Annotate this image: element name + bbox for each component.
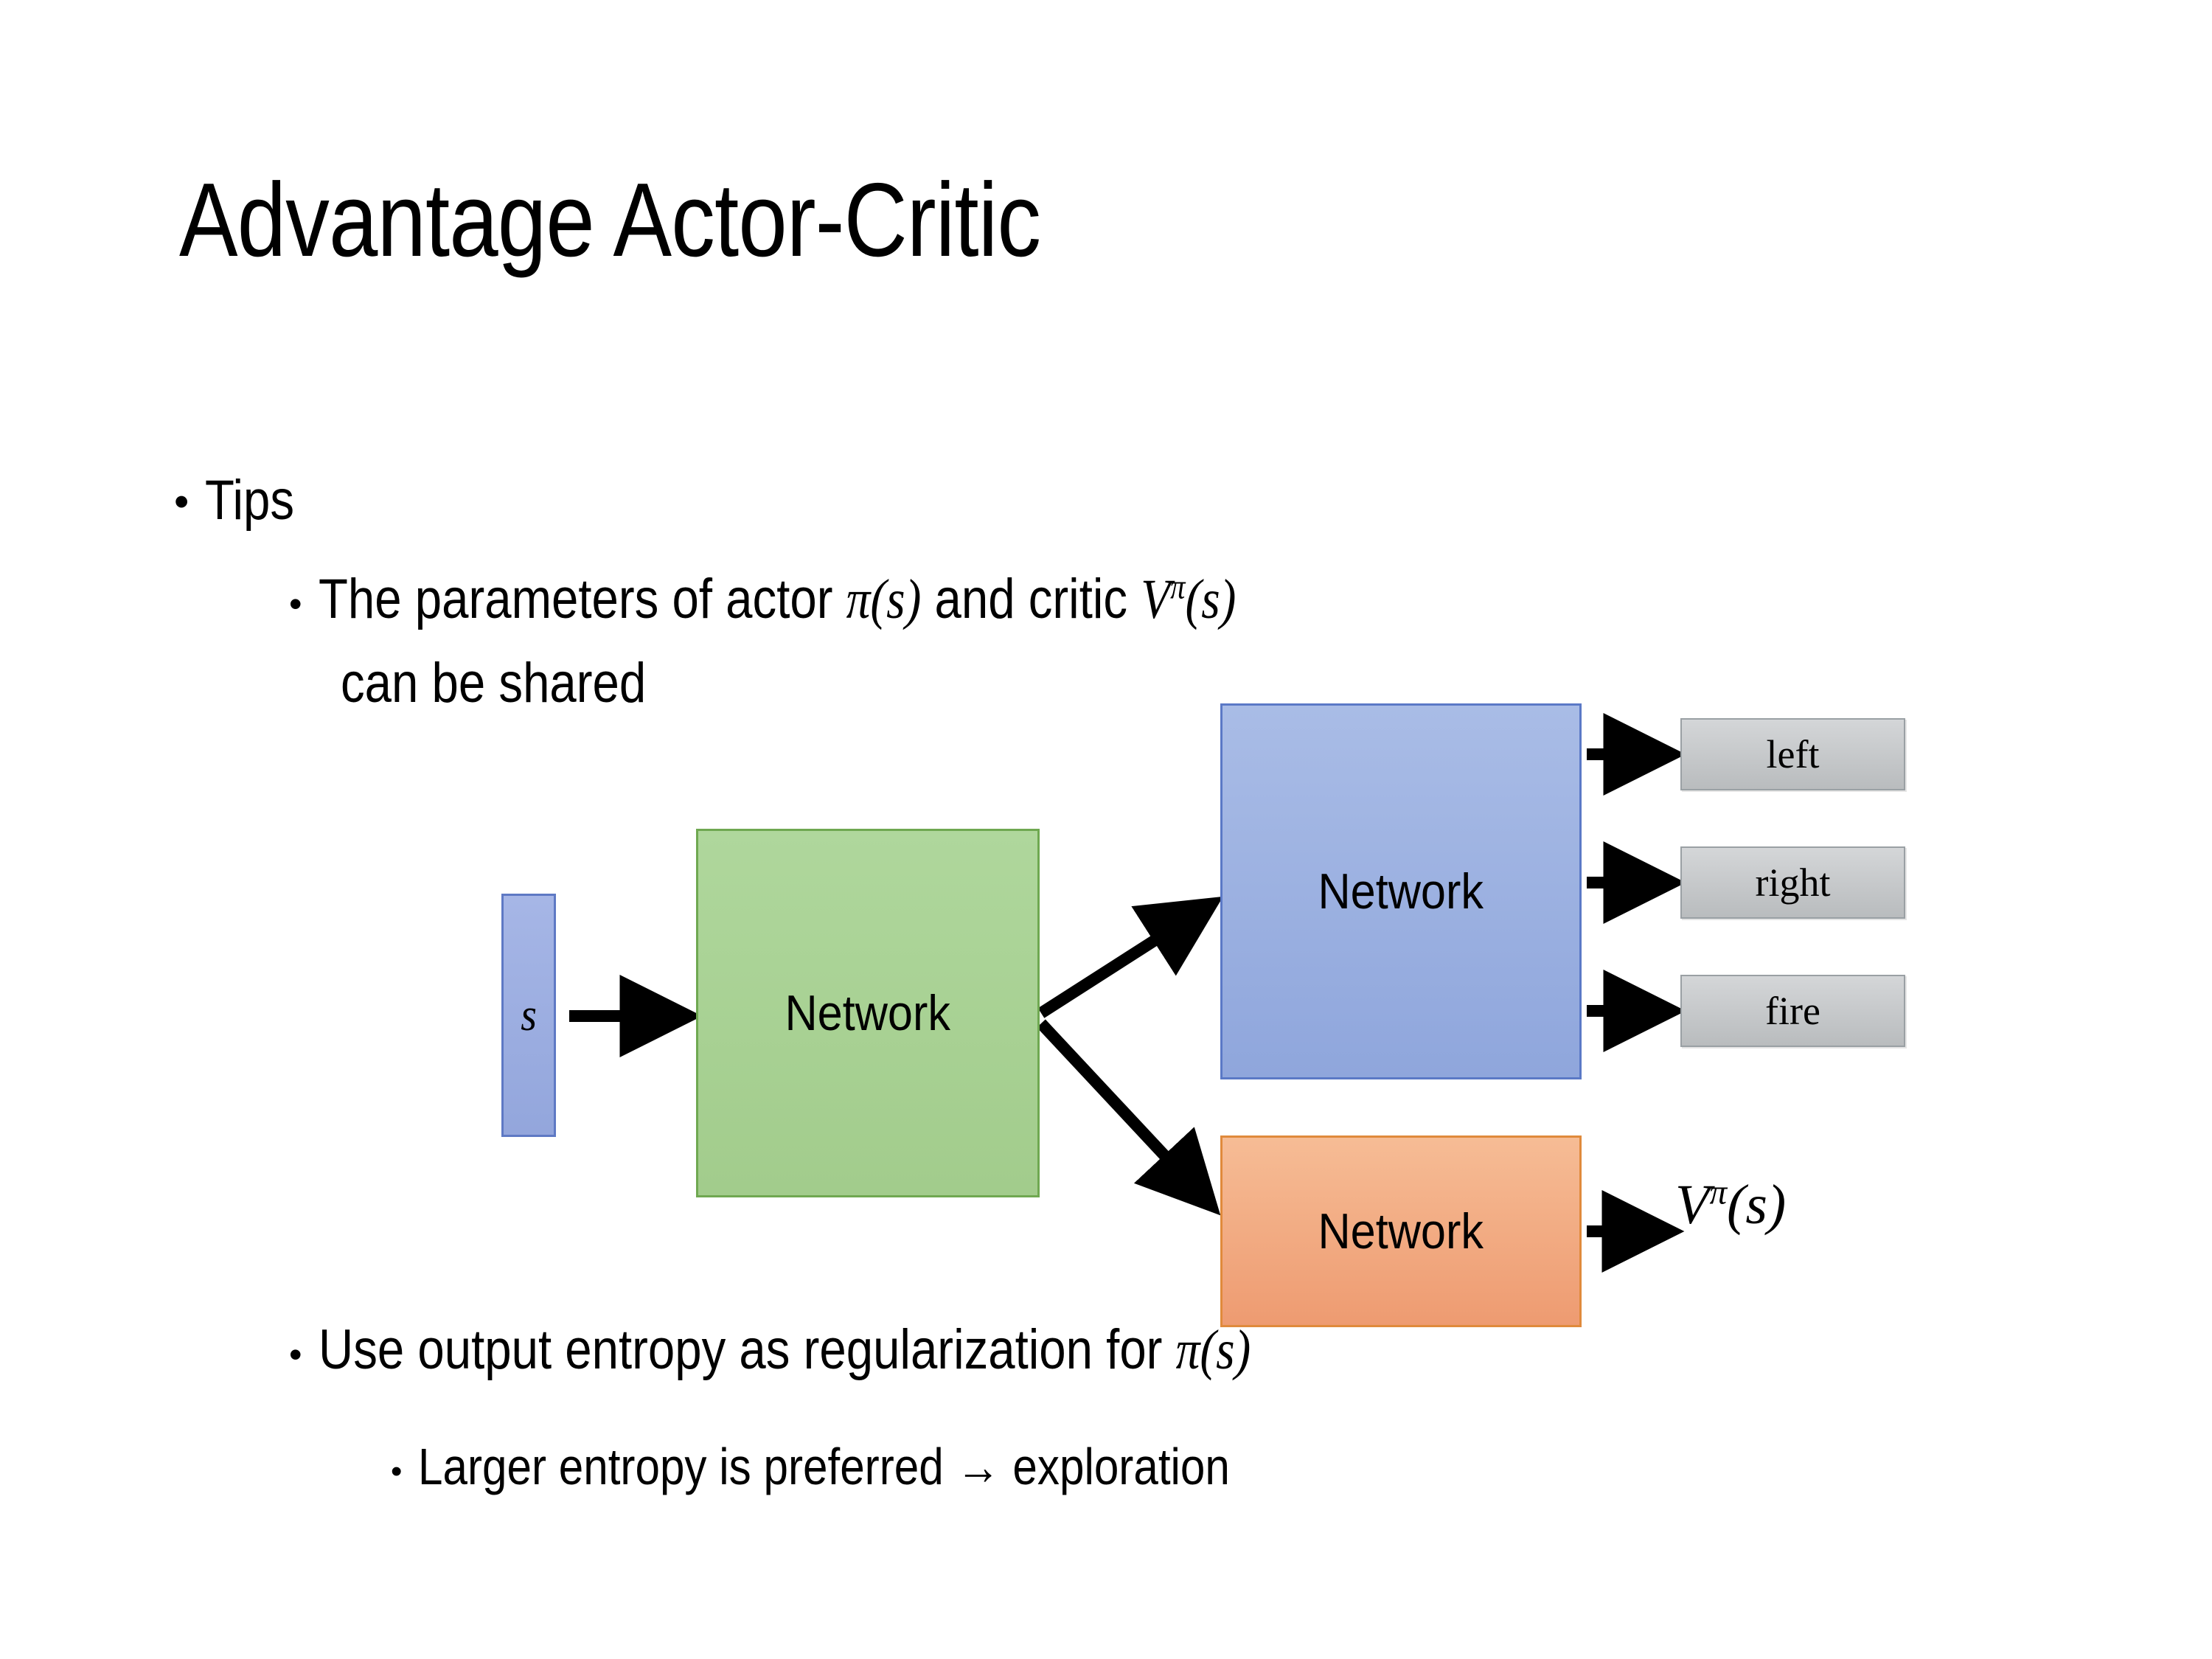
value-output-label: Vπ(s)	[1675, 1172, 1786, 1237]
bullet-parameters-line2-label: can be shared	[341, 652, 647, 714]
action-box-right: right	[1680, 846, 1905, 919]
page-title: Advantage Actor-Critic	[179, 161, 1041, 279]
action-label-fire: fire	[1765, 989, 1820, 1033]
bullet-parameters-line2: can be shared	[341, 653, 696, 714]
bullet-marker-icon: •	[289, 1334, 302, 1375]
bullet-entropy: • Use output entropy as regularization f…	[289, 1318, 1402, 1381]
v-pi-of-s-output-math: Vπ(s)	[1675, 1174, 1786, 1236]
arrow-shared-to-critic	[1037, 1019, 1221, 1216]
bullet-exploration-label: Larger entropy is preferred → exploratio…	[418, 1438, 1231, 1495]
input-state-box: s	[501, 894, 556, 1137]
bullet-tips: • Tips	[174, 470, 309, 531]
critic-network-label: Network	[1318, 1203, 1484, 1259]
v-argument: (s)	[1727, 1174, 1787, 1236]
v-pi-of-s-math: Vπ(s)	[1141, 568, 1236, 630]
bullet-parameters-label: The parameters of actor π(s) and critic …	[318, 568, 1236, 630]
pi-of-s-math: π(s)	[1175, 1319, 1251, 1381]
bullet-tips-label: Tips	[205, 469, 295, 532]
bullet-marker-icon: •	[289, 583, 302, 625]
action-label-left: left	[1766, 732, 1820, 776]
pi-of-s-math: π(s)	[846, 568, 921, 630]
shared-network-label: Network	[785, 985, 951, 1041]
action-label-right: right	[1755, 860, 1831, 905]
input-state-label: s	[521, 990, 537, 1040]
v-base: V	[1675, 1174, 1710, 1236]
arrow-shared-to-actor	[1037, 896, 1223, 1018]
bullet-parameters: • The parameters of actor π(s) and criti…	[289, 568, 1385, 630]
action-box-left: left	[1680, 718, 1905, 790]
shared-network-box: Network	[696, 829, 1040, 1197]
action-box-fire: fire	[1680, 975, 1905, 1047]
critic-network-box: Network	[1220, 1135, 1582, 1327]
bullet-marker-icon: •	[174, 478, 189, 526]
parameters-text-pre: The parameters of actor	[318, 568, 846, 630]
bullet-marker-icon: •	[391, 1453, 403, 1489]
v-argument: (s)	[1184, 568, 1236, 630]
pi-superscript: π	[1169, 568, 1185, 607]
actor-network-box: Network	[1220, 703, 1582, 1079]
v-base: V	[1140, 568, 1170, 630]
actor-network-label: Network	[1318, 863, 1484, 919]
parameters-text-mid: and critic	[920, 568, 1141, 630]
bullet-entropy-label: Use output entropy as regularization for…	[318, 1318, 1251, 1381]
bullet-exploration: • Larger entropy is preferred → explorat…	[391, 1439, 1363, 1495]
pi-superscript: π	[1709, 1173, 1728, 1212]
entropy-text: Use output entropy as regularization for	[318, 1318, 1176, 1381]
